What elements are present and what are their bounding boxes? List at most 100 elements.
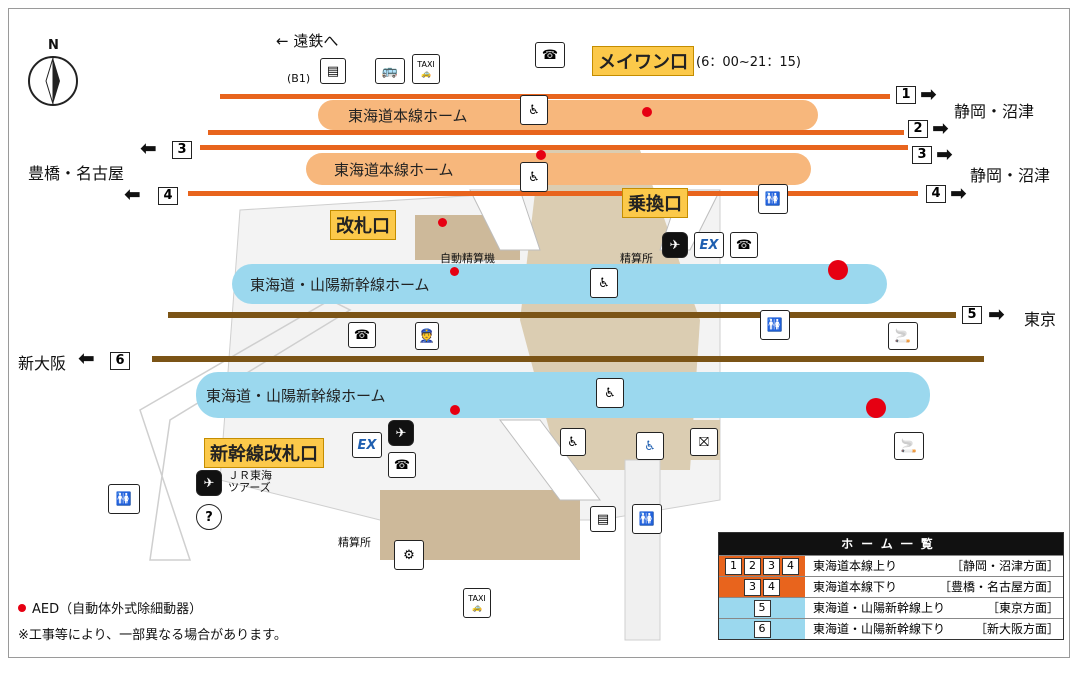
- legend-num: 5: [753, 599, 771, 617]
- north-compass-icon: N: [26, 38, 80, 106]
- track-number-1: 1: [896, 86, 916, 104]
- aed-note: AED（自動体外式除細動器）: [32, 602, 203, 617]
- smoking-icon: 🚬: [888, 322, 918, 350]
- elevator-icon: ♿: [520, 95, 548, 125]
- gate-kaisatsu: 改札口: [330, 210, 396, 240]
- legend-num: 4: [782, 557, 799, 575]
- track-number-5: 5: [962, 306, 982, 324]
- arrow-right-1: ➡: [920, 82, 937, 106]
- smoking-seat-icon: ✈: [388, 420, 414, 446]
- taxi-text: TAXI: [417, 60, 435, 69]
- construction-note: ※工事等により、一部異なる場合があります。: [18, 628, 287, 643]
- legend-dest: ［新大阪方面］: [974, 622, 1059, 636]
- shinkansen-platform-1: 東海道・山陽新幹線ホーム: [232, 264, 887, 304]
- main-gate-hours: (6：00~21：15): [696, 55, 801, 70]
- aed-legend-dot: [18, 604, 26, 612]
- shinkansen-gate-area: [380, 490, 580, 560]
- track-3: [200, 145, 908, 150]
- legend-dest: ［静岡・沼津方面］: [950, 559, 1059, 573]
- wheelchair-icon: ♿: [636, 432, 664, 460]
- ticket-machine-icon: ⚙: [394, 540, 424, 570]
- shinosaka-direction: 新大阪: [18, 354, 67, 373]
- taxi-icon: TAXI🚕: [412, 54, 440, 84]
- jr-tours-label: ＪＲ東海 ツアーズ: [228, 469, 272, 494]
- wheelchair-lift-icon: ⛝: [690, 428, 718, 456]
- legend-num: 2: [744, 557, 761, 575]
- track-number-2: 2: [908, 120, 928, 138]
- track-number-4-left: 4: [158, 187, 178, 205]
- arrow-left-6: ⬅: [78, 346, 95, 370]
- platform-label: 東海道本線ホーム: [348, 106, 468, 125]
- legend-dest: ［東京方面］: [986, 601, 1059, 615]
- legend-title: ホーム一覧: [719, 533, 1063, 555]
- gate-shinkansen: 新幹線改札口: [204, 438, 324, 468]
- arrow-right-2: ➡: [932, 116, 949, 140]
- legend-row: 3 4 東海道本線下り［豊橋・名古屋方面］: [719, 576, 1063, 597]
- shizuoka-direction-mid: 静岡・沼津: [970, 166, 1051, 185]
- restroom-icon: 🚻: [632, 504, 662, 534]
- legend-line: 東海道本線上り: [813, 559, 898, 573]
- track-5: [168, 312, 956, 318]
- staff-icon: ☎: [730, 232, 758, 258]
- south-passage: [624, 459, 661, 641]
- shizuoka-direction-top: 静岡・沼津: [954, 102, 1035, 121]
- smoking-icon: 🚬: [894, 432, 924, 460]
- track-number-3-left: 3: [172, 141, 192, 159]
- legend-num: 1: [725, 557, 742, 575]
- platform-label: 東海道本線ホーム: [334, 160, 454, 179]
- tokaido-platform-2: 東海道本線ホーム: [306, 153, 811, 185]
- escalator-2: [469, 189, 541, 251]
- legend-nums: 3 4: [719, 577, 805, 597]
- legend-num: 6: [753, 620, 771, 638]
- ticket-machine-icon: ▤: [320, 58, 346, 84]
- track-2: [208, 130, 904, 135]
- legend-row: 5 東海道・山陽新幹線上り［東京方面］: [719, 597, 1063, 618]
- gate-transfer: 乗換口: [622, 188, 688, 218]
- track-number-6: 6: [110, 352, 130, 370]
- elevator-icon: ♿: [596, 378, 624, 408]
- restroom-icon: 🚻: [760, 310, 790, 340]
- legend-row: 1 2 3 4 東海道本線上り ［静岡・沼津方面］: [719, 555, 1063, 576]
- ex-icon: EX: [694, 232, 724, 258]
- aed-marker: [866, 398, 886, 418]
- elevator-icon: ♿: [590, 268, 618, 298]
- track-number-3-right: 3: [912, 146, 932, 164]
- legend-dest: ［豊橋・名古屋方面］: [938, 580, 1059, 594]
- track-1: [220, 94, 890, 99]
- station-staff-icon: 👮: [415, 322, 439, 350]
- restroom-icon: 🚻: [758, 184, 788, 214]
- aed-marker: [536, 150, 546, 160]
- platform-legend: ホーム一覧 1 2 3 4 東海道本線上り ［静岡・沼津方面］ 3 4 東海道本線…: [718, 532, 1064, 640]
- arrow-right-4: ➡: [950, 181, 967, 205]
- legend-nums: 6: [719, 619, 805, 639]
- enshu-direction: ← 遠鉄へ: [276, 32, 339, 50]
- tokyo-direction: 東京: [1024, 310, 1057, 329]
- auto-fare-label: 自動精算機: [440, 252, 495, 265]
- staff-icon: ☎: [535, 42, 565, 68]
- arrow-right-3: ➡: [936, 142, 953, 166]
- track-6: [152, 356, 984, 362]
- legend-num: 3: [763, 557, 780, 575]
- legend-desc: 東海道本線上り ［静岡・沼津方面］: [805, 556, 1063, 576]
- gate-main: メイワン口: [592, 46, 694, 76]
- staff-icon: ☎: [348, 322, 376, 348]
- platform-label: 東海道・山陽新幹線ホーム: [250, 275, 430, 294]
- legend-desc: 東海道本線下り［豊橋・名古屋方面］: [805, 577, 1063, 597]
- ex-icon: EX: [352, 432, 382, 458]
- smoking-seat-icon: ✈: [196, 470, 222, 496]
- aed-marker: [828, 260, 848, 280]
- legend-nums: 1 2 3 4: [719, 556, 805, 576]
- arrow-right-5: ➡: [988, 302, 1005, 326]
- platform-label: 東海道・山陽新幹線ホーム: [206, 386, 386, 405]
- elevator-icon: ♿: [560, 428, 586, 456]
- arrow-left-4: ⬅: [124, 182, 141, 206]
- legend-row: 6 東海道・山陽新幹線下り［新大阪方面］: [719, 618, 1063, 639]
- fare-office-shinkansen-label: 精算所: [338, 536, 371, 549]
- shinkansen-platform-2: 東海道・山陽新幹線ホーム: [196, 372, 930, 418]
- legend-desc: 東海道・山陽新幹線下り［新大阪方面］: [805, 619, 1063, 639]
- track-4: [188, 191, 918, 196]
- b1-label: (B1): [287, 72, 311, 85]
- compass-dial: [28, 56, 78, 106]
- legend-nums: 5: [719, 598, 805, 618]
- ticket-machine-icon: ▤: [590, 506, 616, 532]
